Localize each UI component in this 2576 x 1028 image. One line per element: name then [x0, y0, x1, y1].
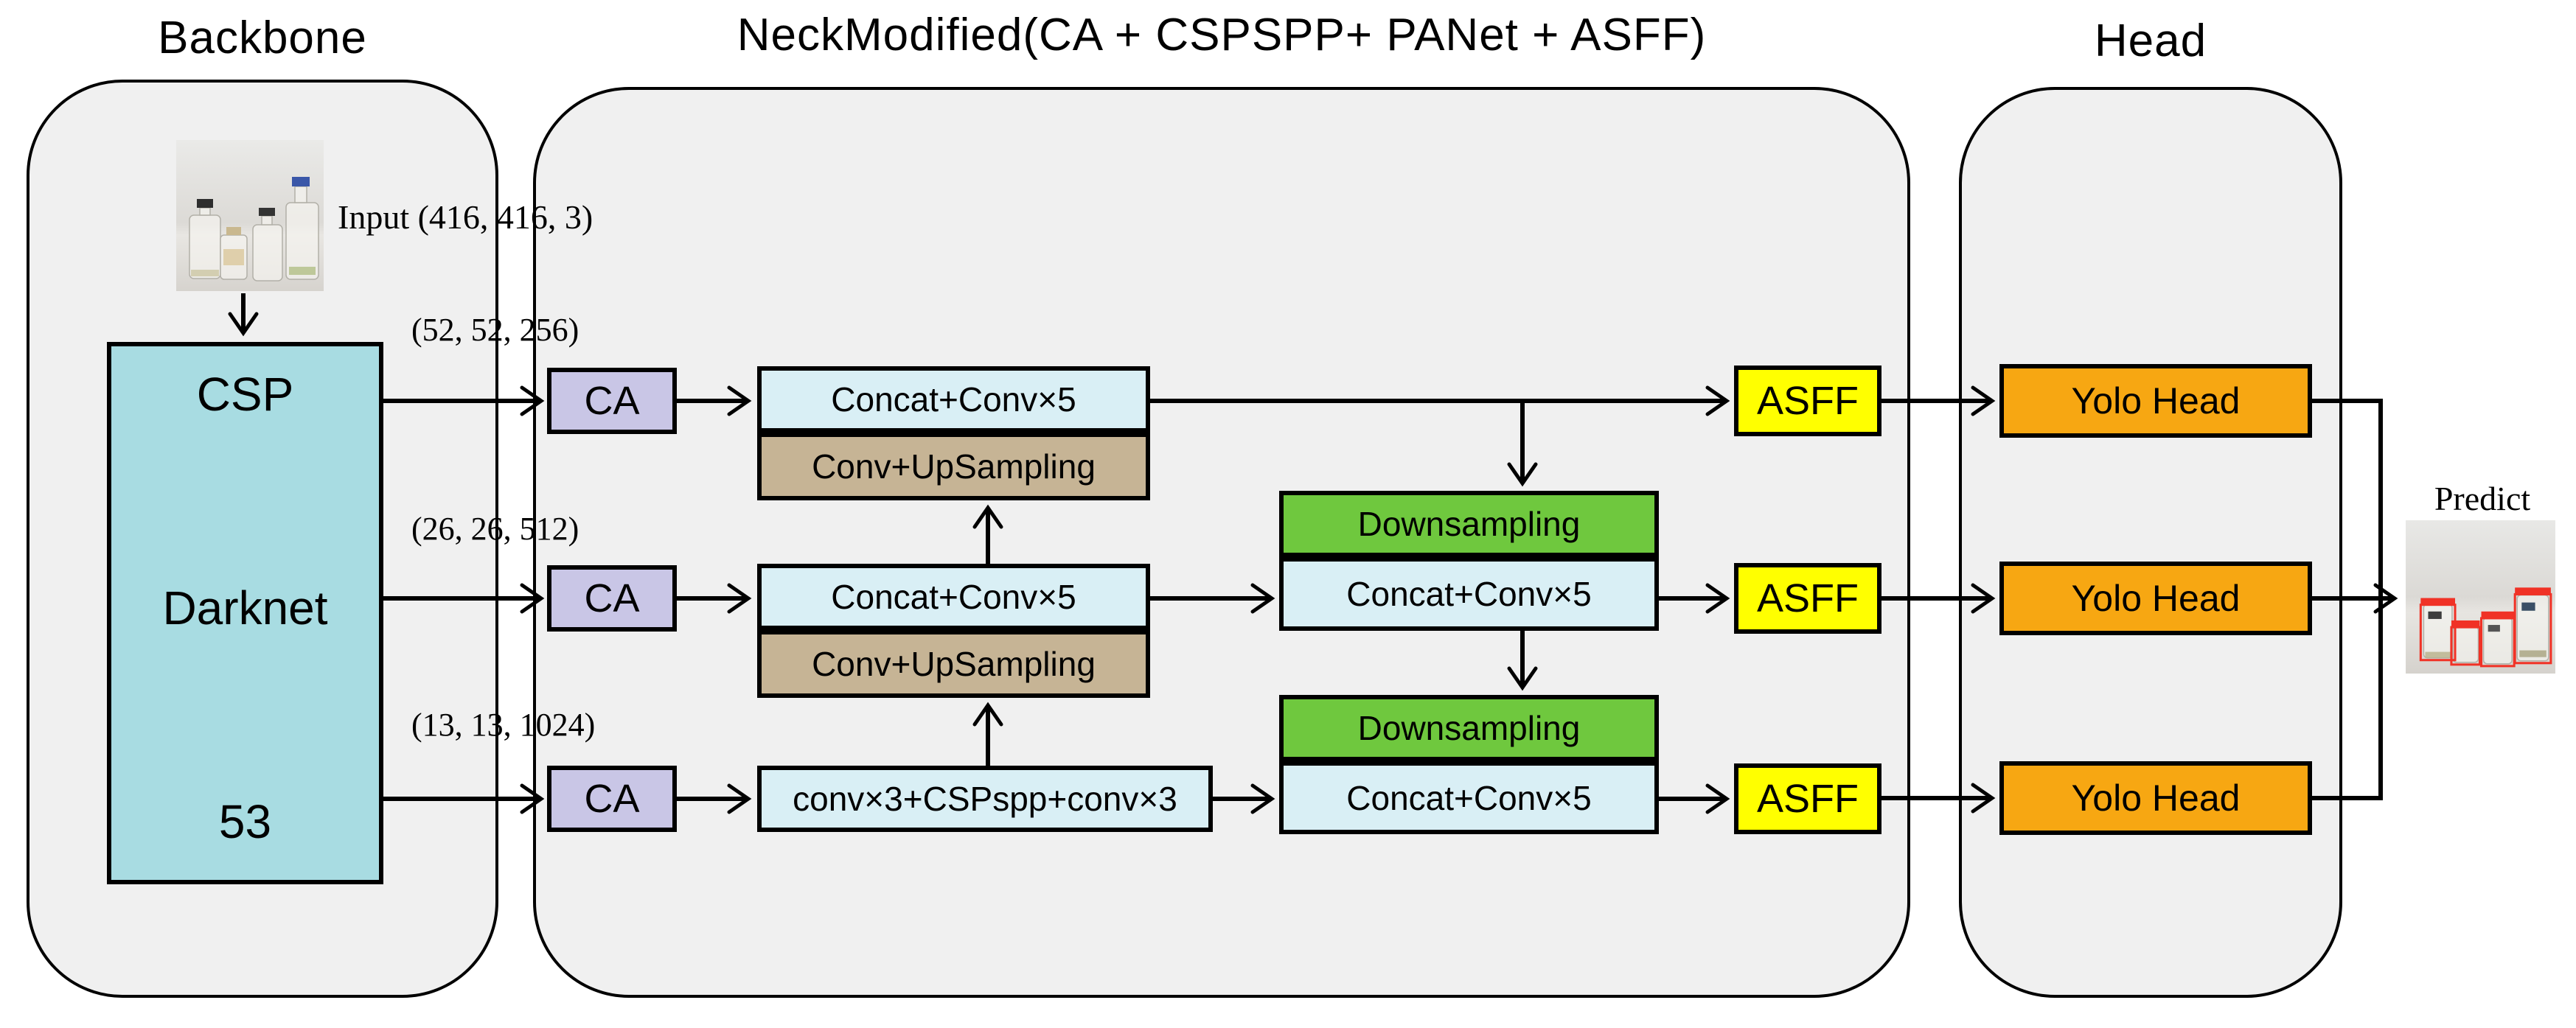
predict-photo [2405, 520, 2556, 674]
concat-conv-block-3: Concat+Conv×5 [1279, 557, 1659, 631]
yolo-head-block-3: Yolo Head [1999, 761, 2312, 835]
prediction-bounding-boxes [2419, 587, 2552, 668]
neck-title: NeckModified(CA + CSPSPP+ PANet + ASFF) [737, 10, 1707, 60]
csp-spp-block: conv×3+CSPspp+conv×3 [757, 766, 1213, 832]
downsampling-block-1: Downsampling [1279, 491, 1659, 557]
csp-darknet-block: CSP Darknet 53 [107, 342, 383, 884]
concat-conv-block-2: Concat+Conv×5 [757, 564, 1150, 630]
input-label: Input (416, 416, 3) [338, 198, 593, 236]
predict-photo-image [2406, 520, 2555, 674]
scale-label-52: (52, 52, 256) [411, 312, 579, 348]
head-title: Head [2094, 15, 2207, 66]
concat-conv-block-1: Concat+Conv×5 [757, 366, 1150, 433]
head-panel [1959, 87, 2342, 998]
downsampling-block-2: Downsampling [1279, 695, 1659, 761]
ca-block-1: CA [547, 368, 677, 434]
scale-label-26: (26, 26, 512) [411, 511, 579, 547]
asff-block-3: ASFF [1734, 763, 1881, 834]
yolo-head-block-2: Yolo Head [1999, 562, 2312, 635]
input-photo-image [176, 140, 324, 291]
input-photo [176, 140, 324, 291]
scale-label-13: (13, 13, 1024) [411, 707, 596, 743]
predict-label: Predict [2434, 480, 2531, 517]
csp-block-line-middle: Darknet [162, 581, 328, 634]
backbone-title: Backbone [158, 13, 367, 63]
yolo-head-block-1: Yolo Head [1999, 364, 2312, 438]
ca-block-2: CA [547, 565, 677, 632]
conv-upsampling-block-1: Conv+UpSampling [757, 433, 1150, 500]
ca-block-3: CA [547, 766, 677, 832]
asff-block-2: ASFF [1734, 563, 1881, 634]
csp-block-line-bottom: 53 [218, 795, 272, 848]
conv-upsampling-block-2: Conv+UpSampling [757, 630, 1150, 698]
concat-conv-block-4: Concat+Conv×5 [1279, 761, 1659, 834]
neck-panel [533, 87, 1910, 998]
asff-block-1: ASFF [1734, 366, 1881, 436]
csp-block-line-top: CSP [196, 368, 294, 421]
